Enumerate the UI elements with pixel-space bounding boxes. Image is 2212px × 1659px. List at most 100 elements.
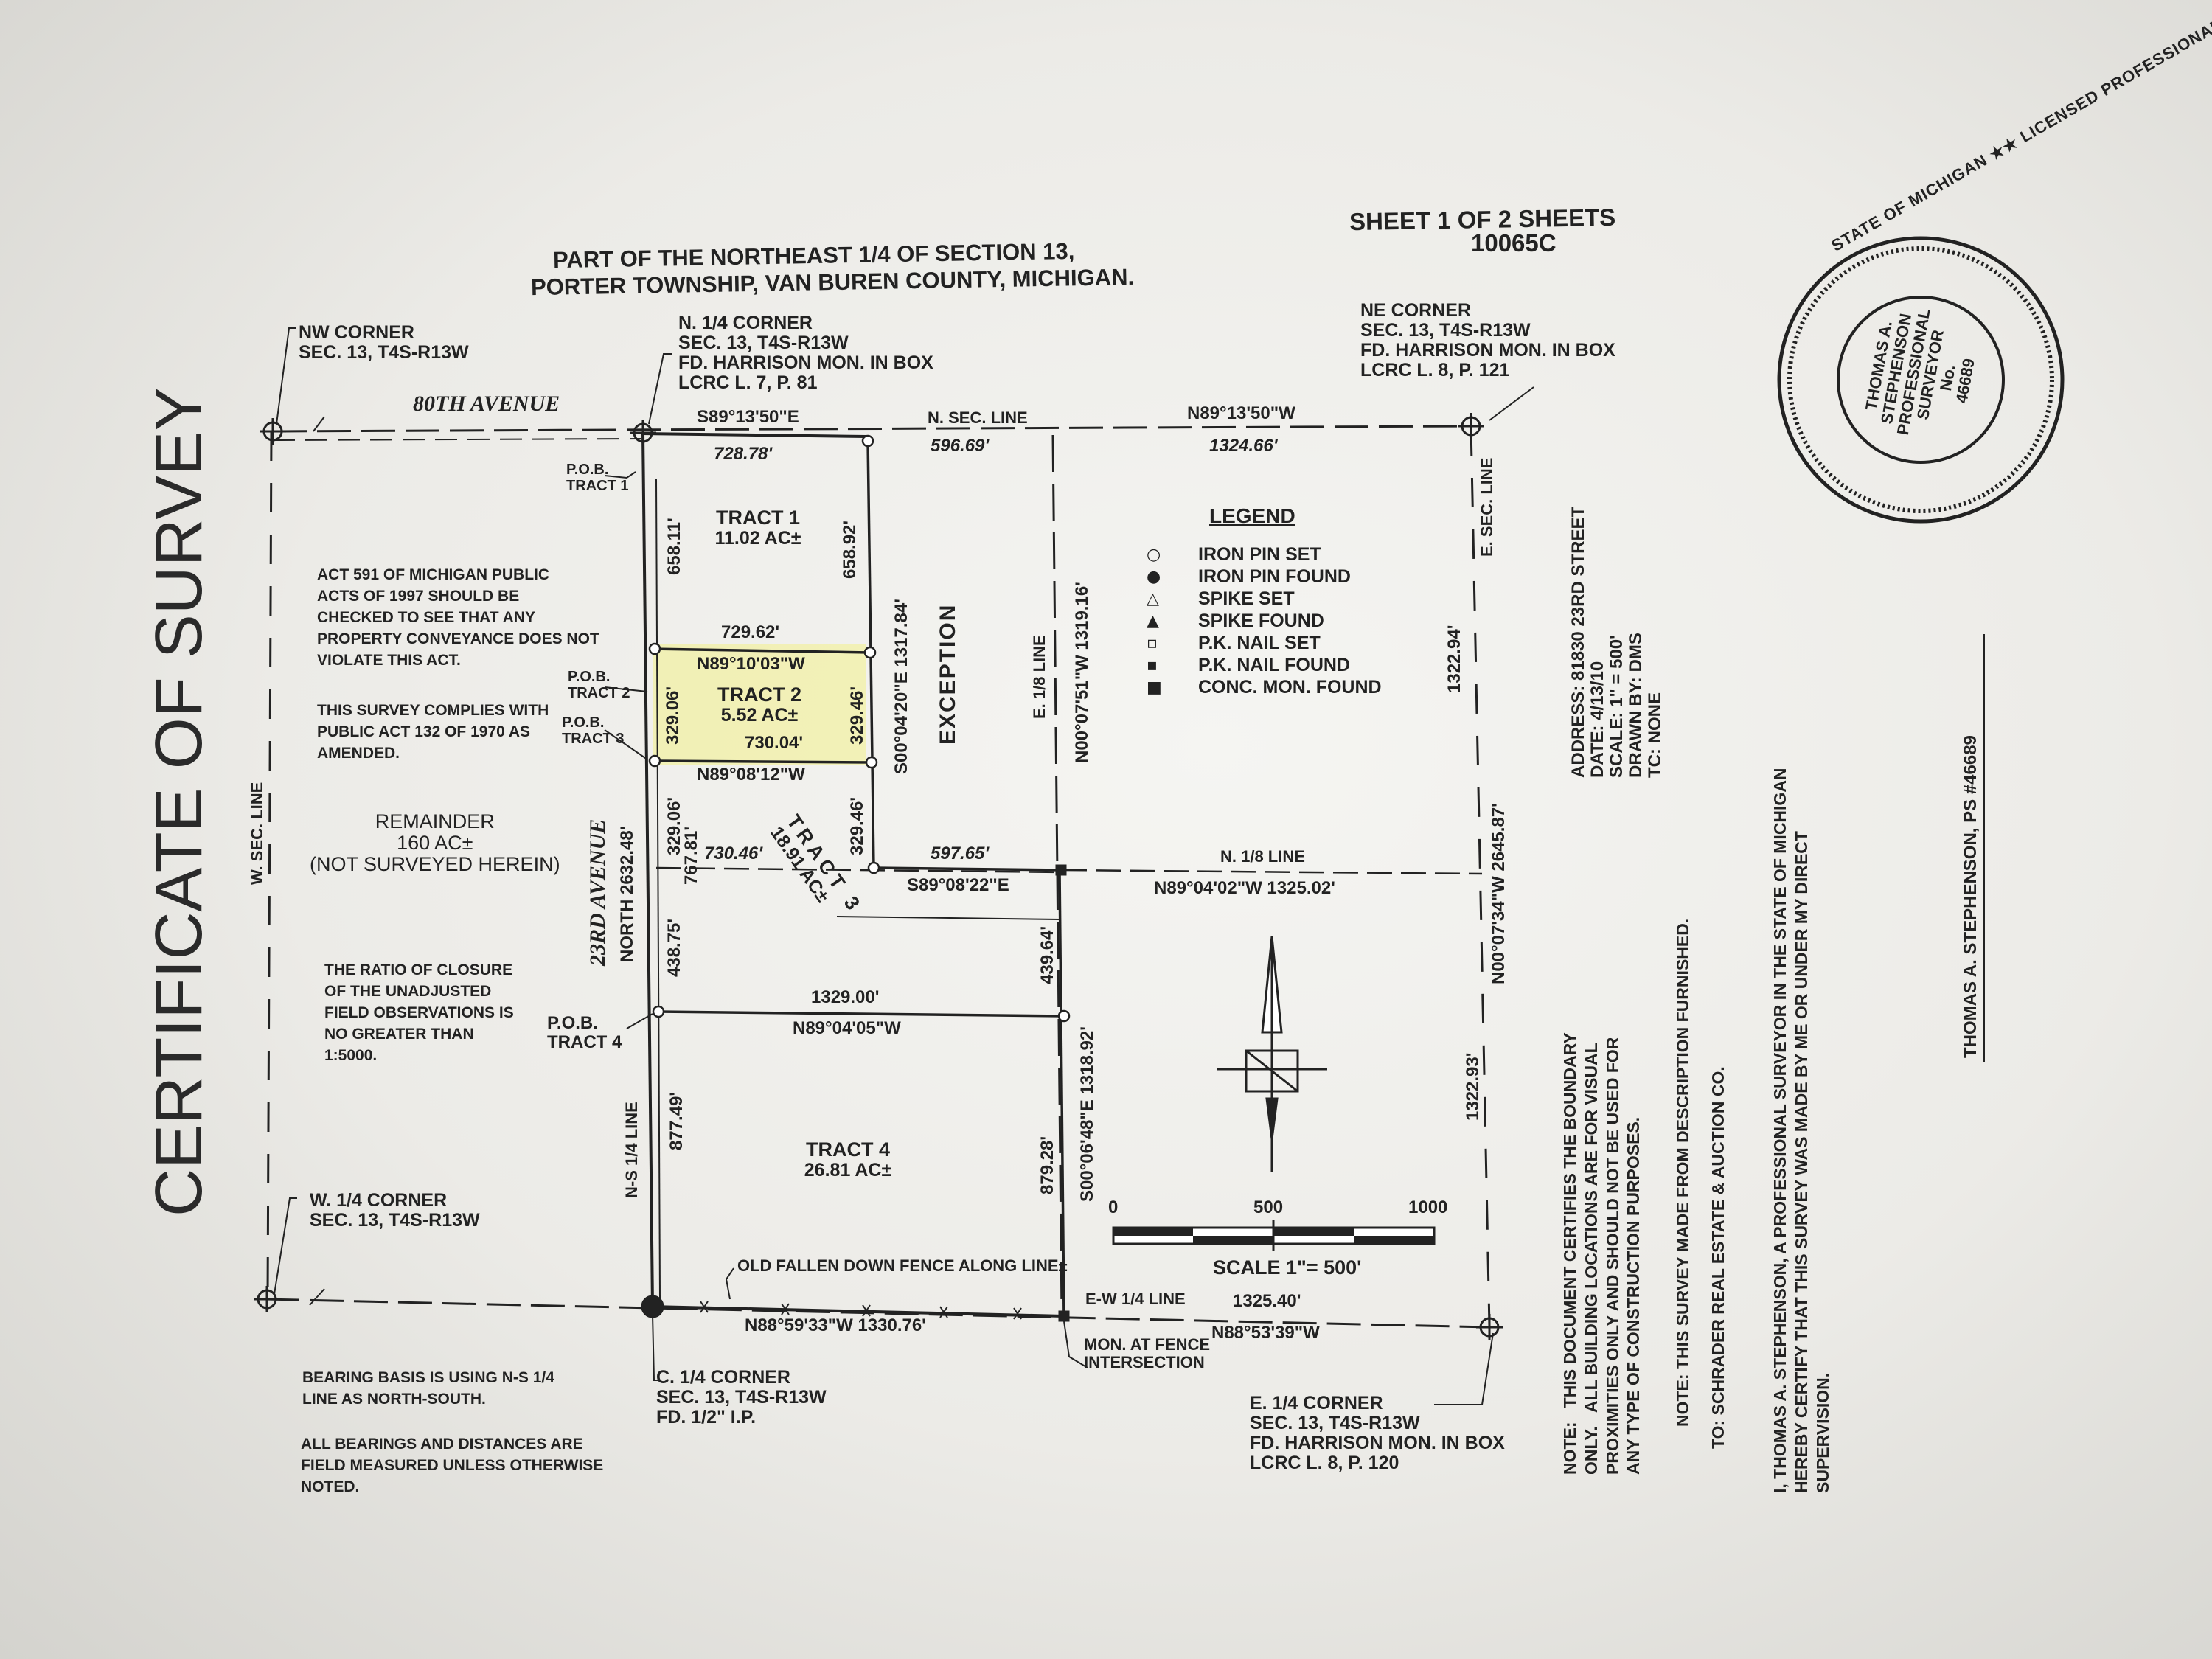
note-description: NOTE: THIS SURVEY MADE FROM DESCRIPTION … [1673,918,1692,1427]
corner-monuments [254,413,1503,1340]
ew-quarter-line [265,1298,1490,1329]
bearing-e-eighth-upper: N00°07'51"W 1319.16' [1072,582,1092,763]
legend-label: CONC. MON. FOUND [1198,676,1382,698]
w-sec-line-label: W. SEC. LINE [248,782,266,885]
dist-596-69: 596.69' [931,436,990,456]
bearing-top-west: S89°13'50"E [697,407,799,427]
dist-877-49: 877.49' [667,1091,686,1150]
legend-item: ■CONC. MON. FOUND [1147,676,1382,698]
e-quarter-corner-label: E. 1/4 CORNER SEC. 13, T4S-R13W FD. HARR… [1250,1393,1505,1473]
dist-329-46-a: 329.46' [847,686,867,745]
surveyor-signature: THOMAS A. STEPHENSON, PS #46689 [1961,735,1980,1058]
signature-line [1983,634,1985,1062]
legend-label: P.K. NAIL SET [1198,632,1321,653]
bearing-tract-east: S00°04'20"E 1317.84' [891,599,911,774]
c-quarter-corner-label: C. 1/4 CORNER SEC. 13, T4S-R13W FD. 1/2"… [656,1367,827,1427]
w-quarter-corner-label: W. 1/4 CORNER SEC. 13, T4S-R13W [310,1190,480,1231]
scale-tick-1000: 1000 [1408,1197,1448,1217]
dist-597-65: 597.65' [931,844,990,863]
seal-inner-text: THOMAS A. STEPHENSON PROFESSIONAL SURVEY… [1861,307,1978,437]
dist-329-46-b: 329.46' [847,796,867,855]
tract1-label: TRACT 1 11.02 AC± [714,507,801,549]
legend-item: ▪ P.K. NAIL FOUND [1147,654,1382,676]
dist-658-92: 658.92' [840,520,860,579]
legend-label: SPIKE FOUND [1198,610,1324,631]
legend-symbol-icon: ● [1147,567,1161,586]
info-tc: TC: NONE [1644,692,1665,778]
bearing-bottom-west: N88°59'33"W 1330.76' [745,1315,926,1335]
bearing-bottom-east: N88°53'39"W [1211,1323,1320,1343]
dist-1322-93: 1322.93' [1463,1052,1483,1121]
tract4-label: TRACT 4 26.81 AC± [804,1138,892,1181]
dist-658-11: 658.11' [664,518,684,575]
n-quarter-corner-label: N. 1/4 CORNER SEC. 13, T4S-R13W FD. HARR… [678,313,933,393]
dist-729-62: 729.62' [721,622,780,642]
n-sec-line-label: N. SEC. LINE [928,408,1028,427]
scale-bar [1112,1220,1436,1251]
dist-1329-00: 1329.00' [811,987,880,1007]
n-eighth-line-label: N. 1/8 LINE [1220,847,1305,866]
sheet-number: 10065C [1471,229,1557,257]
mon-at-fence-label: MON. AT FENCE INTERSECTION [1084,1335,1211,1371]
bearing-tract2-top: N89°10'03"W [697,654,805,674]
bearing-eighth-west: S89°08'22"E [907,875,1009,895]
ns-quarter-line-label: N-S 1/4 LINE [622,1102,641,1198]
legend-symbol-icon: ▫ [1147,633,1158,653]
bearing-tract4-top: N89°04'05"W [793,1018,901,1038]
note-ratio: THE RATIO OF CLOSURE OF THE UNADJUSTED F… [324,961,514,1064]
surveyor-seal [1777,236,2065,524]
note-bearing-basis: BEARING BASIS IS USING N-S 1/4 LINE AS N… [302,1369,554,1408]
bearing-e-eighth-lower: S00°06'48"E 1318.92' [1077,1026,1097,1202]
dist-329-06-a: 329.06' [663,686,683,745]
note-act132: THIS SURVEY COMPLIES WITH PUBLIC ACT 132… [317,702,549,762]
exception-label: EXCEPTION [936,603,960,745]
ne-corner-label: NE CORNER SEC. 13, T4S-R13W FD. HARRISON… [1360,300,1615,380]
pob-tract3: P.O.B. TRACT 3 [562,714,625,747]
legend-label: P.K. NAIL FOUND [1198,654,1351,675]
note-boundary: NOTE: THIS DOCUMENT CERTIFIES THE BOUNDA… [1560,1032,1644,1475]
legend-title: LEGEND [1209,504,1295,527]
legend-symbol-icon: △ [1147,589,1159,608]
dist-1324-66: 1324.66' [1209,436,1278,456]
remainder-label: REMAINDER 160 AC± (NOT SURVEYED HEREIN) [310,810,560,876]
tract2-label: TRACT 2 5.52 AC± [717,684,801,726]
bearing-top-east: N89°13'50"W [1187,403,1295,423]
info-date: DATE: 4/13/10 [1587,661,1607,778]
info-address: ADDRESS: 81830 23RD STREET [1568,506,1588,778]
dist-767-81: 767.81' [681,826,701,885]
scale-label: SCALE 1"= 500' [1213,1256,1362,1279]
note-to: TO: SCHRADER REAL ESTATE & AUCTION CO. [1708,1066,1728,1449]
bearing-eighth-east: N89°04'02"W 1325.02' [1154,878,1335,898]
north-section-line [272,425,1472,433]
dist-879-28: 879.28' [1037,1135,1057,1194]
bearing-tract2-bottom: N89°08'12"W [697,765,805,785]
legend-item: △ SPIKE SET [1147,588,1382,610]
page-title: CERTIFICATE OF SURVEY [142,386,216,1217]
legend-label: SPIKE SET [1198,588,1295,609]
dist-730-04: 730.04' [745,733,804,753]
scale-tick-500: 500 [1253,1197,1284,1217]
info-block: ADDRESS: 81830 23RD STREET DATE: 4/13/10… [1568,506,1665,778]
dist-1322-94: 1322.94' [1444,625,1464,693]
legend-item: ●IRON PIN FOUND [1147,566,1382,588]
dist-438-75: 438.75' [664,918,684,977]
tract2-highlight [653,644,866,765]
legend-symbol-icon: ▲ [1147,611,1159,630]
note-measured: ALL BEARINGS AND DISTANCES ARE FIELD MEA… [301,1436,604,1495]
dist-1325-40: 1325.40' [1233,1291,1301,1311]
tract4-north-line [658,1010,1065,1018]
legend-item: ▲ SPIKE FOUND [1147,610,1382,632]
legend-symbol-icon: ○ [1147,545,1161,564]
e-eighth-line-label: E. 1/8 LINE [1030,635,1048,719]
ew-quarter-line-label: E-W 1/4 LINE [1085,1290,1186,1308]
dist-730-46: 730.46' [704,844,763,863]
pob-tract2: P.O.B. TRACT 2 [568,669,630,701]
west-section-line [266,431,273,1300]
legend-items: ○IRON PIN SET●IRON PIN FOUND△ SPIKE SET ▲ S… [1147,543,1382,698]
north-arrow [1217,936,1327,1172]
legend-item: ○IRON PIN SET [1147,543,1382,566]
legend-symbol-icon: ▪ [1147,655,1158,675]
pob-tract4: P.O.B. TRACT 4 [547,1013,622,1052]
